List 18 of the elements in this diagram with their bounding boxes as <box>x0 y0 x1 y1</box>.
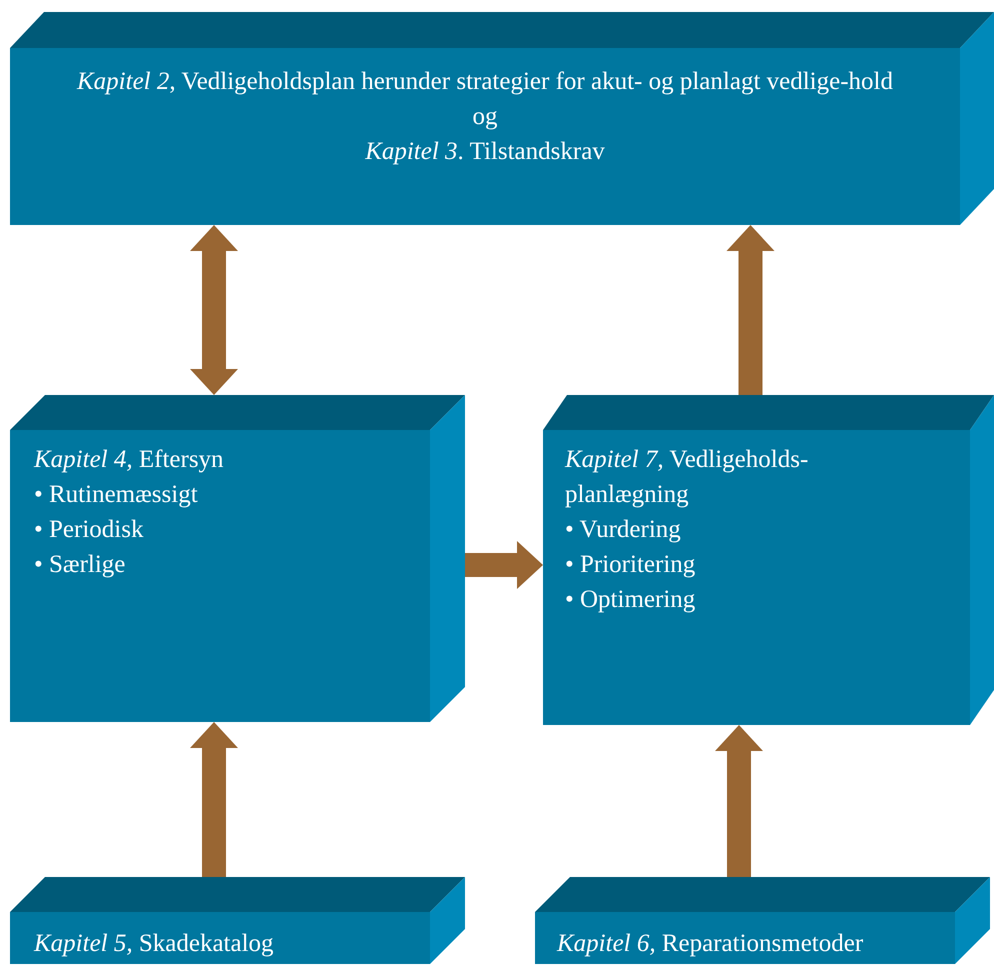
block-arrow <box>465 541 543 589</box>
block-arrow <box>715 725 763 877</box>
box-heading: Kapitel 7, Vedligeholds-planlægning <box>565 445 810 510</box>
bullet-item: • Rutinemæssigt <box>34 480 199 510</box>
block-arrow <box>190 225 238 395</box>
box-heading: Kapitel 4, Eftersyn <box>34 445 225 475</box>
bullet-item: • Optimering <box>565 585 696 615</box>
bullet-item: • Periodisk <box>34 515 144 545</box>
block-arrow <box>190 722 238 877</box>
box-text: Kapitel 6, Reparationsmetoder <box>557 929 864 959</box>
box-text: Kapitel 3. Tilstandskrav <box>364 137 606 167</box>
bullet-item: • Prioritering <box>565 550 696 580</box>
block-arrow <box>726 225 774 395</box>
bullet-item: • Vurdering <box>565 515 682 545</box>
bullet-item: • Særlige <box>34 550 126 580</box>
box-text: Kapitel 2, Vedligeholdsplan herunder strategier for akut- og planlagt vedlige-hold <box>76 67 894 97</box>
box-text: Kapitel 5, Skadekatalog <box>34 929 275 959</box>
box-text: og <box>472 102 498 132</box>
